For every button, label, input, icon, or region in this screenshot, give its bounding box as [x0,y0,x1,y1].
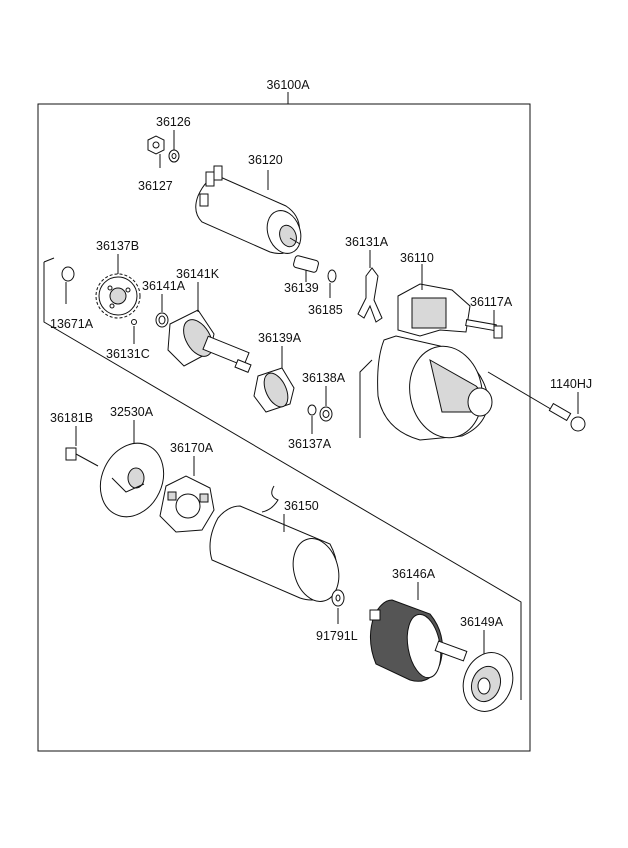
solenoid-36120 [195,165,302,254]
part-label-36170A[interactable]: 36170A [170,441,214,455]
part-label-36139[interactable]: 36139 [284,281,319,295]
part-label-36137B[interactable]: 36137B [96,239,139,253]
assembly-frame [37,92,531,752]
clip-13671A [61,266,75,282]
plunger-36139 [293,255,319,273]
part-label-36126[interactable]: 36126 [156,115,191,129]
part-label-36185[interactable]: 36185 [308,303,343,317]
part-label-36110[interactable]: 36110 [400,251,434,265]
gear-36137B [95,273,141,319]
part-label-1140HJ[interactable]: 1140HJ [550,377,592,391]
part-label-36141A[interactable]: 36141A [142,279,186,293]
part-label-36137A[interactable]: 36137A [288,437,332,451]
washer-36126 [168,149,180,163]
ring-36185 [327,269,337,283]
washer-91791L [331,589,345,607]
part-label-36120[interactable]: 36120 [248,153,283,167]
washer-36137A [307,404,317,416]
nut-36127 [147,135,165,155]
pinion-36139A [253,367,295,413]
bolt-1140HJ [487,371,586,432]
drive-shaft-36141K [167,309,252,373]
part-label-13671A[interactable]: 13671A [50,317,94,331]
part-label-36181B[interactable]: 36181B [50,411,93,425]
ring-36141A [155,312,169,328]
brush-holder-36170A [159,475,215,533]
part-label-91791L[interactable]: 91791L [316,629,358,643]
part-label-36131C[interactable]: 36131C [106,347,150,361]
part-label-36127[interactable]: 36127 [138,179,173,193]
bolt-36117A [465,319,503,339]
yoke-36150 [209,485,340,602]
assembly-number-label[interactable]: 36100A [266,78,310,92]
pin-36131C [131,319,137,325]
part-label-36150[interactable]: 36150 [284,499,319,513]
part-label-36131A[interactable]: 36131A [345,235,389,249]
part-label-36146A[interactable]: 36146A [392,567,436,581]
shift-lever-36131A [357,267,383,323]
front-housing-36110 [377,283,493,441]
armature-36146A [369,599,468,682]
bolt-36181B [65,447,99,467]
part-label-36117A[interactable]: 36117A [470,295,513,309]
part-label-36141K[interactable]: 36141K [176,267,220,281]
cover-36149A [462,652,514,712]
part-label-36138A[interactable]: 36138A [302,371,346,385]
end-plate-32530A [99,442,165,518]
part-label-32530A[interactable]: 32530A [110,405,154,419]
washer-36138A [319,406,333,422]
part-label-36139A[interactable]: 36139A [258,331,302,345]
part-label-36149A[interactable]: 36149A [460,615,504,629]
